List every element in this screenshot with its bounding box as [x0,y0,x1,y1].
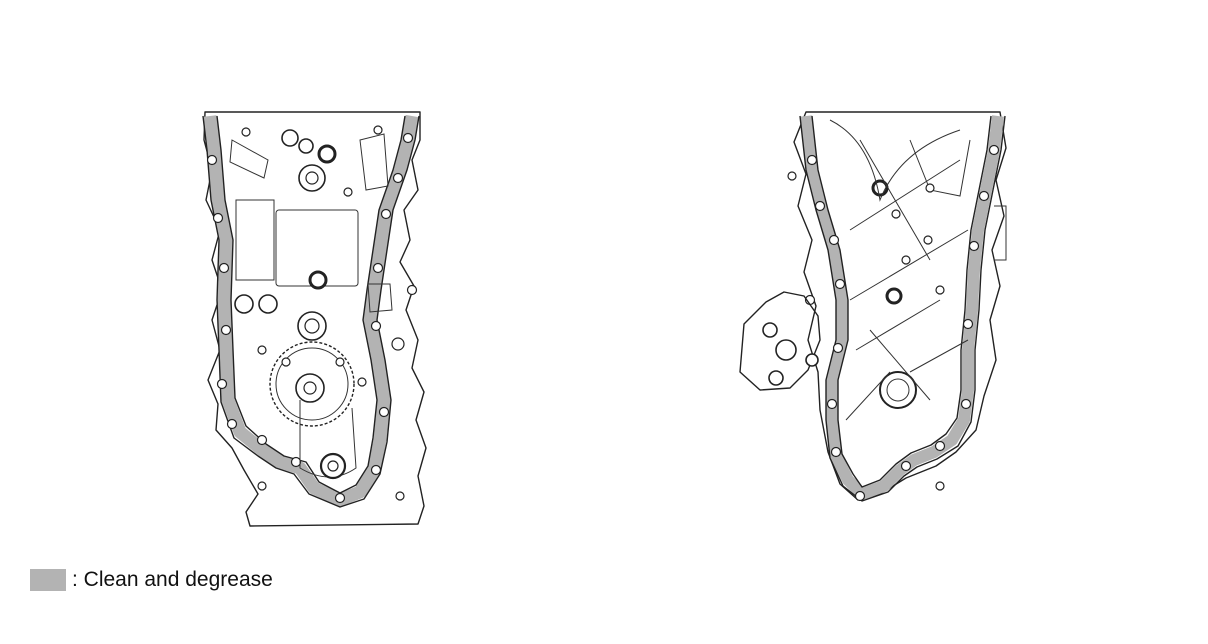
crank-sprocket [269,341,367,427]
legend-label: : Clean and degrease [72,568,273,591]
seal-bolt-holes-right [804,144,1000,502]
seal-band-left-inner-edge [202,115,420,508]
seal-bolt-holes-left [206,132,418,504]
block-left-pocket [235,199,275,281]
water-pump-housing [739,291,821,391]
engine-block-front-face [202,111,427,527]
seal-band-right [800,115,1004,500]
cover-outer-outline [793,111,1007,501]
legend-swatch [30,569,66,591]
timing-chain-cover-inner-face [739,111,1007,502]
legend: : Clean and degrease [30,568,273,592]
